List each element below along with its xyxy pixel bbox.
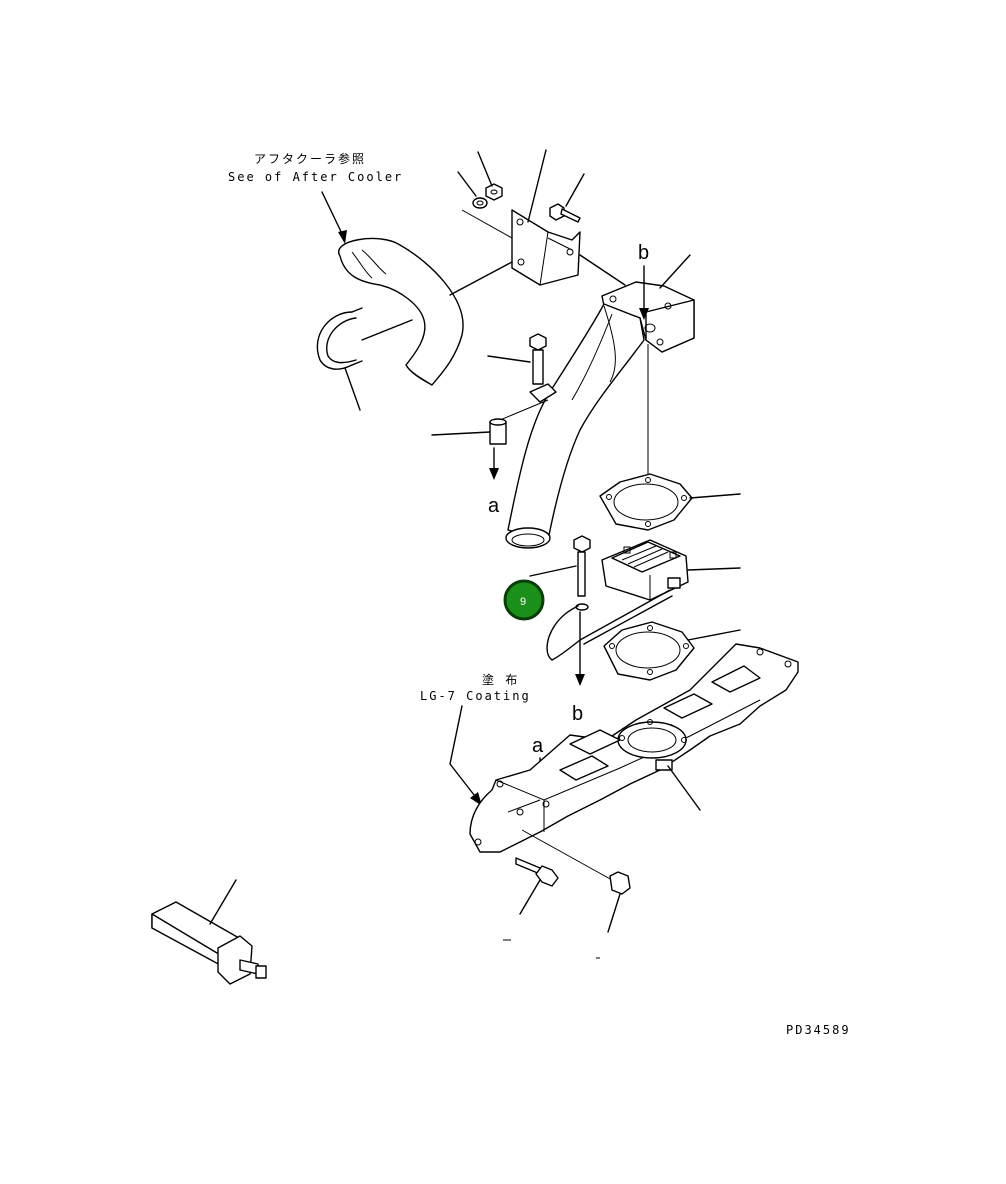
bracket-to-pipe-line <box>449 261 513 296</box>
tube-bracket-tab <box>529 383 557 403</box>
coating-label-jp: 塗 布 <box>482 672 519 687</box>
coating-arrowhead <box>470 792 482 806</box>
badge-circle[interactable] <box>503 579 545 621</box>
manifold-bolt-right <box>521 829 631 895</box>
heater-leader <box>687 567 741 571</box>
bracket-bolt <box>549 203 581 223</box>
ref-b-top-arrowhead <box>639 308 649 320</box>
ref-a-top-arrowhead <box>489 468 499 480</box>
long-bolt <box>573 535 591 597</box>
bolt-right-leader <box>607 893 621 933</box>
bracket-bolt-line <box>547 237 573 251</box>
tool-leader <box>209 879 237 925</box>
ref-b-bottom-arrowhead <box>575 674 585 686</box>
bracket-bolt-leader <box>565 173 585 207</box>
after-cooler-arrowhead <box>338 230 347 244</box>
coating-label-en: LG-7 Coating <box>420 689 531 703</box>
lower-gasket <box>603 621 695 681</box>
u-bolt-clamp <box>316 307 363 370</box>
bolt-left-leader <box>519 879 541 915</box>
heater-wire-2 <box>583 595 673 645</box>
tube-bolt <box>529 333 547 385</box>
intake-tube <box>505 303 645 549</box>
callout-badge[interactable]: 9 <box>503 579 545 621</box>
bolt-washer <box>575 603 589 611</box>
clamp-leader <box>361 319 413 341</box>
heater-housing <box>601 539 689 601</box>
clamp-part-leader <box>344 367 361 411</box>
bracket-leader <box>527 149 547 223</box>
upper-gasket-leader <box>689 493 741 499</box>
ref-b-bottom: b <box>572 703 583 725</box>
washer <box>472 197 488 209</box>
upper-gasket <box>599 473 693 531</box>
installation-tool <box>151 901 267 985</box>
spacer-leader <box>431 431 491 436</box>
intake-manifold <box>469 643 799 853</box>
after-cooler-label-jp: アフタクーラ参照 <box>254 151 366 166</box>
long-bolt-leader <box>529 565 577 577</box>
after-cooler-label-en: See of After Cooler <box>228 170 403 184</box>
spacer <box>489 418 507 445</box>
mounting-bracket <box>511 209 581 286</box>
heater-wire <box>546 589 671 661</box>
ref-b-top: b <box>638 242 649 264</box>
bracket-washer-line <box>461 209 513 239</box>
elbow-leader <box>659 254 691 289</box>
ref-a-bottom: a <box>532 735 544 757</box>
manifold-leader <box>667 765 701 811</box>
bracket-to-elbow-line <box>579 254 626 286</box>
drawing-number: PD34589 <box>786 1023 851 1037</box>
tube-tab-line <box>499 399 549 421</box>
lower-gasket-leader <box>687 629 741 641</box>
washer-leader <box>457 171 477 197</box>
tube-bolt-leader <box>487 355 531 363</box>
after-cooler-pipe <box>338 237 464 386</box>
coating-leader <box>449 705 479 801</box>
nut <box>485 183 503 201</box>
nut-leader <box>477 151 493 187</box>
badge-label: 9 <box>520 596 526 608</box>
ref-a-top: a <box>488 495 500 517</box>
manifold-bolt-left <box>515 857 559 887</box>
